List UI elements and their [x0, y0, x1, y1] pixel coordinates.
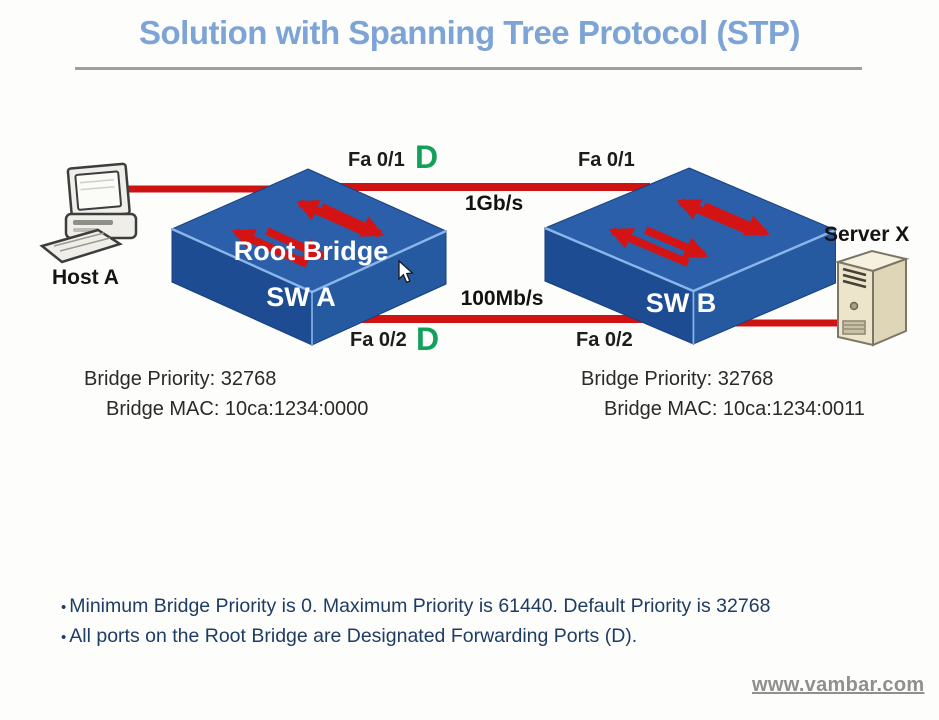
swb-bridge-mac: Bridge MAC: 10ca:1234:0011 [604, 398, 865, 420]
bullet-glyph: • [61, 599, 67, 616]
website-link: www.vambar.com [752, 674, 925, 696]
host-a-icon [39, 162, 138, 264]
switch-a-name: SW A [266, 282, 336, 312]
swb-bridge-priority: Bridge Priority: 32768 [581, 368, 774, 390]
mouse-cursor-icon [398, 259, 414, 284]
swa-port-fa01-label: Fa 0/1 [348, 149, 405, 171]
note-text: Minimum Bridge Priority is 0. Maximum Pr… [69, 595, 771, 617]
bottom-link-speed-label: 100Mb/s [460, 287, 544, 310]
swa-port-fa02-label: Fa 0/2 [350, 329, 407, 351]
page-title: Solution with Spanning Tree Protocol (ST… [139, 14, 801, 51]
notes-list: • Minimum Bridge Priority is 0. Maximum … [61, 592, 770, 652]
title-underline [75, 67, 862, 70]
swb-port-fa02-label: Fa 0/2 [576, 329, 633, 351]
note-text: All ports on the Root Bridge are Designa… [69, 625, 638, 647]
swa-fa01-designated-badge: D [415, 139, 439, 175]
note-item: • All ports on the Root Bridge are Desig… [61, 622, 770, 652]
root-bridge-label: Root Bridge [233, 236, 389, 266]
swa-bridge-mac: Bridge MAC: 10ca:1234:0000 [106, 398, 369, 420]
note-item: • Minimum Bridge Priority is 0. Maximum … [61, 592, 770, 622]
host-a-label: Host A [52, 266, 119, 289]
server-x-icon [834, 249, 910, 347]
swa-bridge-priority: Bridge Priority: 32768 [84, 368, 277, 390]
switch-b-name: SW B [645, 288, 717, 318]
swb-port-fa01-label: Fa 0/1 [578, 149, 635, 171]
server-x-label: Server X [824, 223, 910, 246]
swa-fa02-designated-badge: D [416, 321, 440, 357]
top-link-speed-label: 1Gb/s [464, 192, 524, 215]
bullet-glyph: • [61, 629, 67, 646]
